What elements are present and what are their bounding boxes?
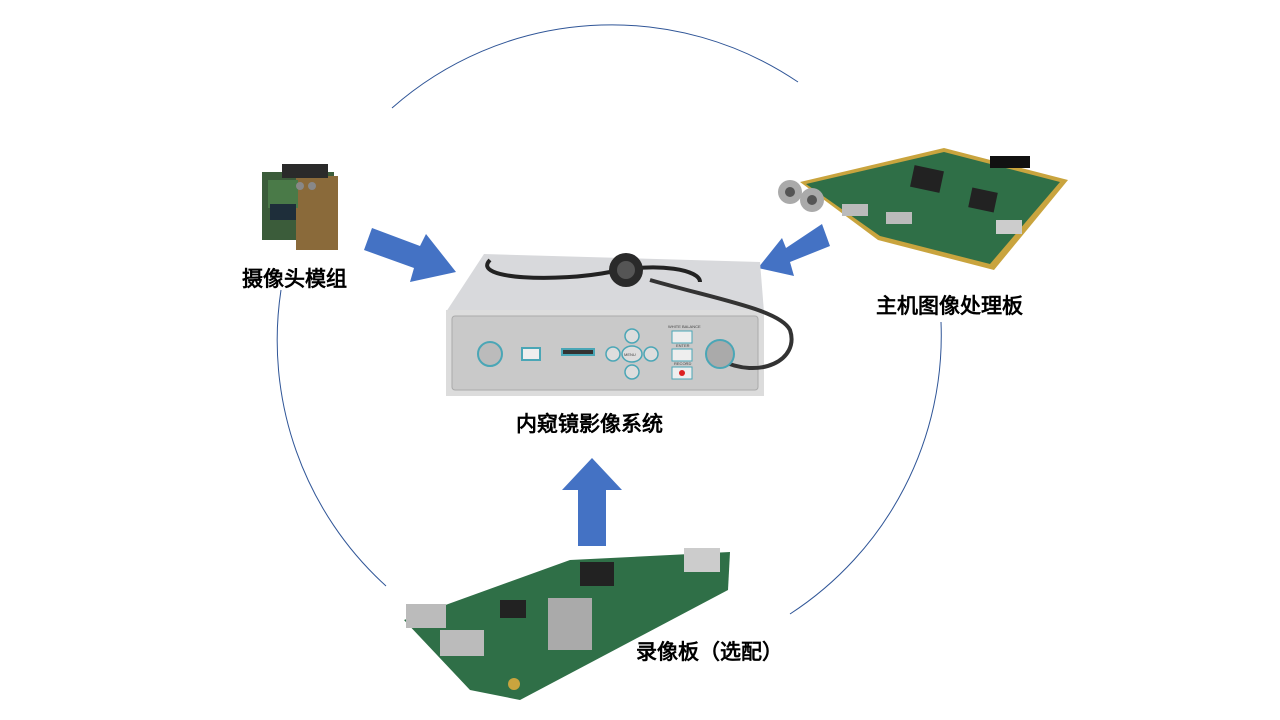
cycle-arc-left <box>276 289 387 587</box>
label-camera-module: 摄像头模组 <box>242 267 347 291</box>
endoscope-device-image: MENU WHITE BALANCE ENTER RECORD <box>446 253 794 396</box>
menu-button-label: MENU <box>624 352 636 357</box>
cycle-arc-top <box>391 24 799 109</box>
label-host-board: 主机图像处理板 <box>876 294 1023 318</box>
record-label: RECORD <box>674 361 691 366</box>
host-board-image <box>778 148 1068 270</box>
camera-module-image <box>262 164 338 250</box>
white-balance-label: WHITE BALANCE <box>668 324 701 329</box>
arrow-camera-to-system <box>364 228 456 282</box>
enter-label: ENTER <box>676 343 690 348</box>
recording-board-image <box>404 548 730 700</box>
arrow-recorder-to-system <box>562 458 622 546</box>
cycle-arc-right <box>789 321 942 615</box>
label-endoscope-system: 内窥镜影像系统 <box>516 412 663 436</box>
label-recording-board: 录像板（选配） <box>636 640 783 664</box>
arrow-board-to-system <box>758 224 830 276</box>
